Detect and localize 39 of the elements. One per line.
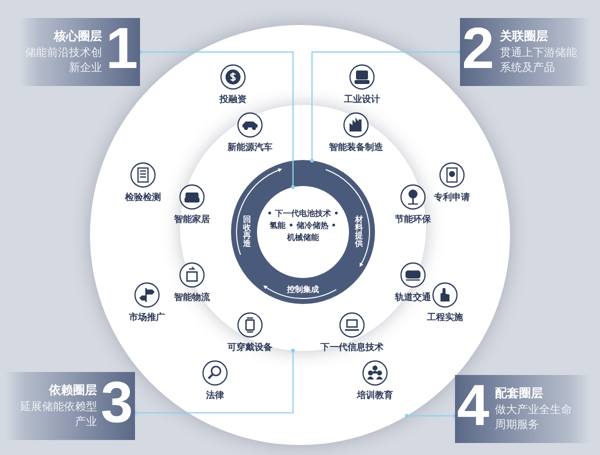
item-label: 轨道交通 [395,291,431,304]
item-label: 工业设计 [344,93,380,106]
layer-heading: 关联圈层 [500,28,548,45]
layer-number: 4 [457,377,490,435]
layer-number: 3 [100,374,133,432]
callout-panel [455,375,590,443]
ring-label: 控制集成 [287,286,319,294]
item-label: 检验检测 [125,192,161,204]
leader-line [138,50,295,190]
item-label: 新能源汽车 [228,141,272,154]
ring-label: 材料提供 [355,216,363,248]
leader-line [133,348,295,415]
callout-panel [20,18,140,86]
callout-panel [5,372,135,440]
layer-number: 2 [462,20,494,78]
layer-description: 延展储能依赖型产业 [19,400,97,430]
item-label: 专利申请 [434,191,470,204]
item-label: 培训教育 [357,389,393,402]
callout-panel [460,18,590,86]
ring-label: 回收再造 [243,216,251,248]
leader-line [404,414,457,418]
item-label: 投融资 [220,94,246,106]
layer-heading: 核心圈层 [54,28,102,45]
item-label: 智能家居 [174,213,210,226]
layer-description: 贯通上下游储能系统及产品 [500,46,578,76]
item-label: 智能装备制造 [329,141,383,154]
item-label: 工程实施 [427,311,463,324]
layer-description: 做大产业全生命周期服务 [495,403,573,433]
item-label: 下一代信息技术 [320,341,384,354]
leader-line [310,50,462,162]
item-label: 法律 [206,389,224,402]
layer-number: 1 [106,20,138,78]
layer-heading: 依赖圈层 [49,382,97,399]
layer-heading: 配套圈层 [495,385,543,402]
item-label: 市场推广 [129,311,165,324]
item-label: 可穿戴设备 [228,341,272,354]
item-label: 智能物流 [174,291,210,304]
item-label: 节能环保 [395,213,431,226]
core-technology-list: • 下一代电池技术 • 氢能 • 储冷储热 • 机械储能 [265,208,341,244]
